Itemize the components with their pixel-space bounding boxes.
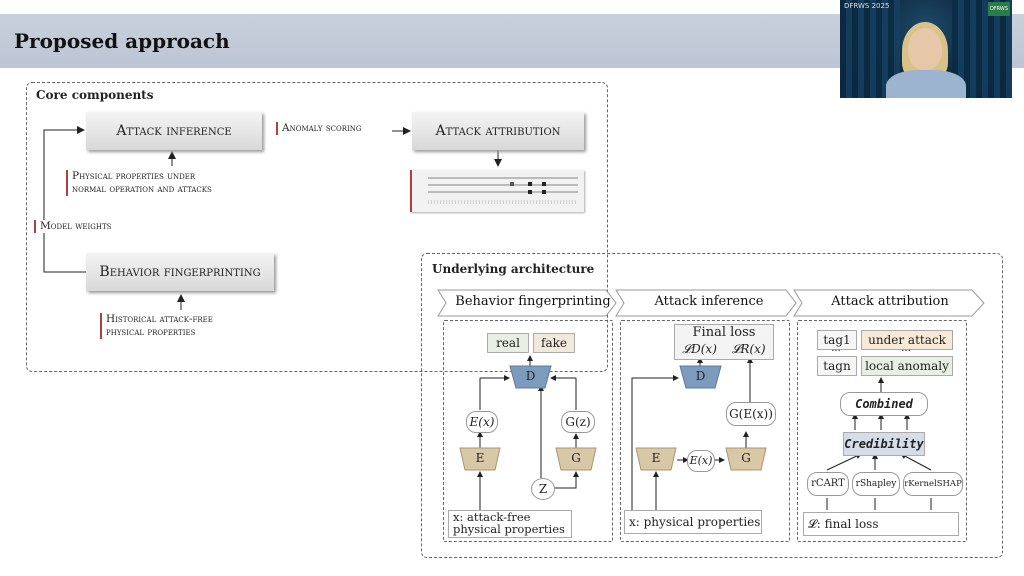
stage-chevrons bbox=[437, 289, 985, 317]
conference-logo: DFRWS 2025 bbox=[844, 2, 890, 10]
ai-loss-terms: 𝓛D(x) 𝓛R(x) bbox=[675, 341, 773, 357]
historical-line2: physical properties bbox=[106, 326, 196, 338]
behavior-fingerprinting-box: Behavior fingerprinting bbox=[86, 253, 274, 291]
aa-r-kernelshap: rKernelSHAP bbox=[903, 472, 963, 496]
bf-input-line1: x: attack-free bbox=[453, 510, 531, 524]
conference-badge: DFRWS bbox=[988, 2, 1010, 16]
attribution-heatmap-thumbnail bbox=[410, 170, 584, 212]
aa-tagn: tagn bbox=[817, 356, 857, 376]
bf-discriminator: D bbox=[525, 369, 536, 383]
bf-z-node: Z bbox=[531, 478, 555, 500]
aa-under-attack: under attack bbox=[861, 330, 953, 350]
ai-loss-r: 𝓛R(x) bbox=[731, 342, 766, 356]
architecture-panel bbox=[421, 253, 1003, 558]
stage-behavior-fingerprinting: Behavior fingerprinting bbox=[455, 294, 611, 309]
ai-subpanel bbox=[620, 320, 790, 542]
ai-generator: G bbox=[741, 451, 751, 465]
aa-subpanel bbox=[797, 320, 967, 542]
aa-connectors bbox=[826, 377, 932, 510]
aa-local-anomaly: local anomaly bbox=[861, 356, 953, 376]
aa-r-shapley: rShapley bbox=[852, 472, 900, 496]
bf-connectors bbox=[459, 355, 597, 510]
historical-properties-label: Historical attack-free physical properti… bbox=[100, 313, 213, 339]
ai-encoder: E bbox=[651, 451, 661, 465]
bf-generator: G bbox=[571, 451, 581, 465]
ai-final-loss-box: Final loss 𝓛D(x) 𝓛R(x) bbox=[674, 324, 774, 360]
historical-line1: Historical attack-free bbox=[106, 313, 213, 325]
aa-credibility: Credibility bbox=[843, 432, 925, 456]
bf-encoder: E bbox=[475, 451, 485, 465]
ai-final-loss-title: Final loss bbox=[692, 325, 756, 340]
bf-gz-node: G(z) bbox=[561, 411, 595, 433]
stage-attack-attribution: Attack attribution bbox=[831, 294, 949, 309]
aa-dots-right: ... bbox=[901, 343, 911, 354]
bf-input-line2: physical properties bbox=[453, 522, 565, 536]
bf-input-label: x: attack-free physical properties bbox=[448, 510, 572, 538]
bf-real-box: real bbox=[487, 333, 529, 353]
attack-attribution-box: Attack attribution bbox=[412, 112, 584, 150]
ai-connectors bbox=[631, 357, 767, 520]
physical-properties-label: Physical properties under normal operati… bbox=[66, 170, 212, 196]
core-connectors bbox=[43, 126, 502, 310]
ai-loss-d: 𝓛D(x) bbox=[682, 342, 717, 356]
aa-combined: Combined bbox=[840, 392, 928, 416]
stage-attack-inference: Attack inference bbox=[654, 294, 764, 309]
bf-subpanel bbox=[443, 320, 613, 542]
core-components-title: Core components bbox=[36, 88, 154, 102]
heatmap-graphic bbox=[428, 177, 578, 204]
ai-gex-node: G(E(x)) bbox=[726, 402, 776, 426]
speaker-video: DFRWS 2025 DFRWS bbox=[840, 0, 1012, 98]
core-components-panel bbox=[26, 82, 608, 372]
physical-properties-line1: Physical properties under bbox=[72, 170, 196, 182]
anomaly-scoring-label: Anomaly scoring bbox=[276, 122, 361, 135]
ai-encoding-node: E(x) bbox=[687, 450, 715, 472]
model-weights-label: Model weights bbox=[34, 220, 112, 233]
top-strip bbox=[0, 0, 1024, 12]
aa-final-loss-label: 𝓛: final loss bbox=[803, 512, 959, 536]
slide-title: Proposed approach bbox=[14, 29, 230, 53]
ai-input-label: x: physical properties bbox=[624, 510, 762, 534]
speaker-body bbox=[886, 70, 966, 98]
physical-properties-line2: normal operation and attacks bbox=[72, 183, 212, 195]
attack-inference-box: Attack inference bbox=[86, 112, 262, 150]
architecture-title: Underlying architecture bbox=[432, 262, 595, 276]
aa-r-cart: rCART bbox=[807, 472, 849, 496]
bf-fake-box: fake bbox=[533, 333, 575, 353]
aa-dots-left: ... bbox=[831, 343, 841, 354]
ai-discriminator: D bbox=[695, 369, 706, 383]
bf-encoding-node: E(x) bbox=[466, 411, 498, 433]
speaker-face bbox=[908, 28, 942, 70]
aa-tag1: tag1 bbox=[817, 330, 857, 350]
